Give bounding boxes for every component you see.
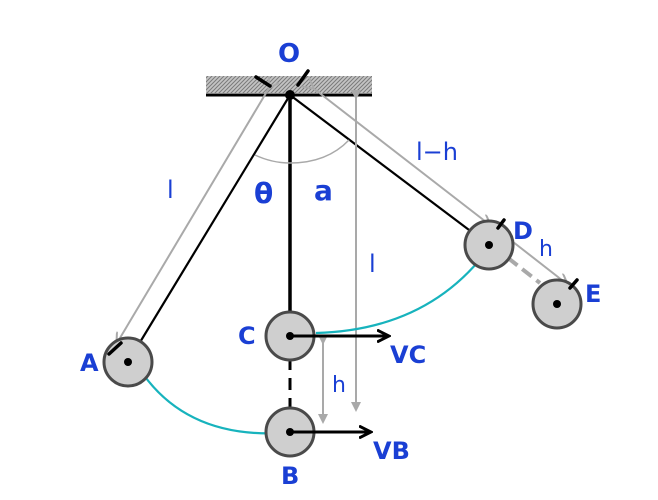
label-alpha: a xyxy=(314,174,333,207)
label-point-a: A xyxy=(80,349,99,377)
alpha-arc xyxy=(289,139,350,164)
label-h-right: h xyxy=(539,237,553,262)
label-point-d: D xyxy=(513,217,533,245)
bob-a xyxy=(102,336,154,388)
rod-to-a xyxy=(127,94,291,363)
bob-e xyxy=(531,278,583,330)
label-length-left: l xyxy=(167,176,174,204)
length-minus-h-dimension xyxy=(313,88,490,225)
trajectory-a-to-b xyxy=(145,377,283,439)
dashed-extension-de xyxy=(506,256,542,285)
pivot-point xyxy=(285,90,295,100)
label-pivot: O xyxy=(278,39,300,69)
length-dimension-left xyxy=(117,88,269,343)
theta-arc xyxy=(254,154,291,164)
label-length-minus-h: l−h xyxy=(416,138,458,166)
label-vel-b: VB xyxy=(373,437,410,465)
h-dimension-right xyxy=(507,237,567,284)
label-point-c: C xyxy=(238,322,256,350)
label-point-e: E xyxy=(585,280,601,308)
bob-d xyxy=(463,219,515,271)
label-h-lower: h xyxy=(332,373,346,398)
label-theta: θ xyxy=(254,177,273,210)
trajectory-c-to-d xyxy=(315,251,487,335)
label-point-b: B xyxy=(281,462,299,490)
tick-marks xyxy=(107,69,579,356)
rod-to-d xyxy=(289,94,490,246)
label-length-center: l xyxy=(369,250,376,278)
label-vel-c: VC xyxy=(390,341,426,369)
